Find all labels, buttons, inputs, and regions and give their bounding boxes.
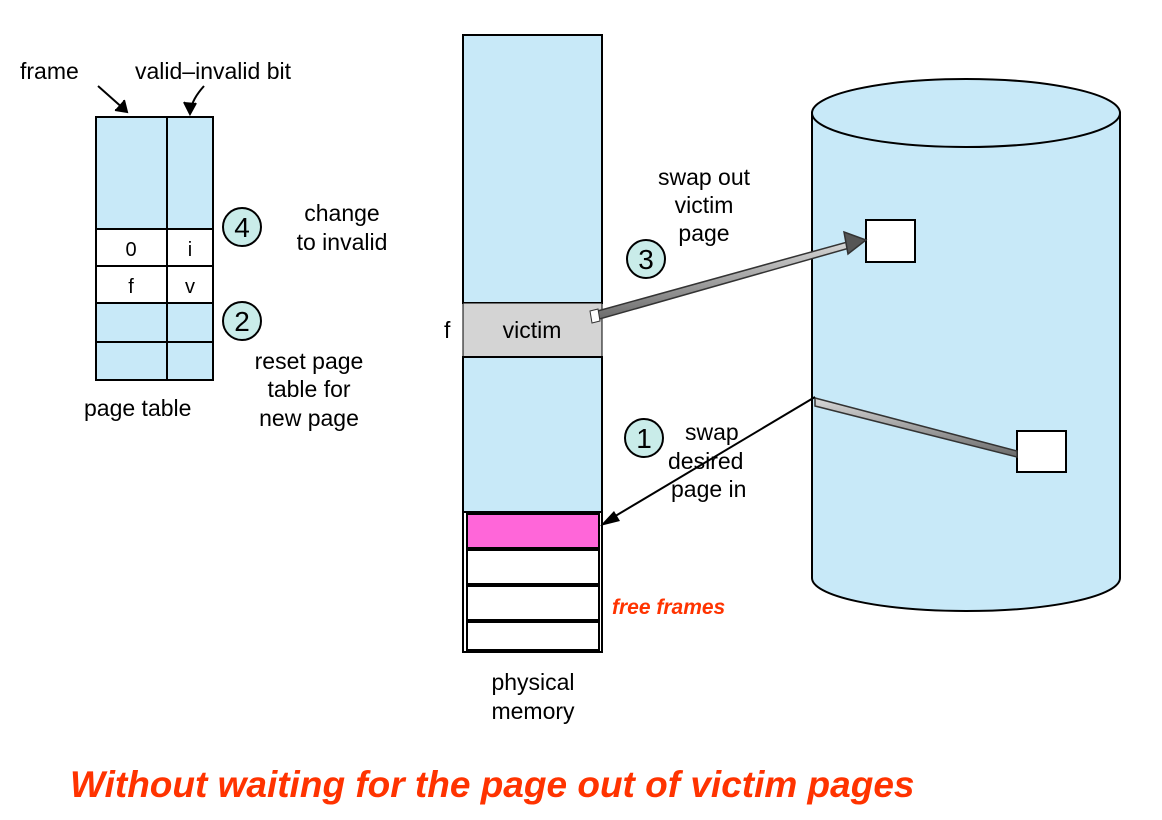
label-pointer-arrows: [97, 85, 205, 117]
physical-memory: victim f free frames physical memory: [444, 34, 725, 724]
step-3-text-line-1: swap out: [658, 164, 751, 190]
row-bit-value: v: [185, 276, 195, 298]
swap-in-arrow: [600, 396, 1018, 526]
page-table: frame valid–invalid bit 0 i f v: [20, 58, 292, 421]
slide-caption: Without waiting for the page out of vict…: [70, 764, 915, 805]
step-2-circle: [222, 301, 262, 341]
step-4: 4 change to invalid: [222, 200, 388, 255]
step-1-text-line-2: desired: [668, 448, 743, 474]
table-row-frame-f: f v: [95, 265, 214, 304]
swap-out-arrow: [589, 230, 868, 324]
step-1-text-line-3: page in: [671, 476, 746, 502]
frame-f-marker: f: [444, 317, 451, 343]
disk-top: [811, 78, 1121, 148]
table-row-frame-0: 0 i: [95, 228, 214, 267]
step-4-text-line-1: change: [304, 200, 379, 226]
row-bit-value: i: [188, 239, 192, 261]
frame-column-label: frame: [20, 58, 79, 84]
step-2-text-line-2: table for: [267, 376, 350, 402]
physical-memory-caption-line-1: physical: [491, 669, 574, 695]
free-frame: [466, 549, 600, 585]
step-3-text-line-2: victim: [675, 192, 734, 218]
step-1-circle: [624, 418, 664, 458]
step-1-number: 1: [636, 423, 652, 454]
step-2-text-line-1: reset page: [255, 348, 364, 374]
victim-frame-label: victim: [503, 317, 562, 343]
free-frames-label: free frames: [612, 596, 725, 619]
row-frame-value: f: [128, 276, 134, 298]
step-1-text-line-1: swap: [685, 419, 739, 445]
victim-page-slot: [865, 219, 916, 263]
free-frame: [466, 585, 600, 621]
step-3-circle: [626, 239, 666, 279]
valid-invalid-bit-label: valid–invalid bit: [135, 58, 292, 84]
physical-memory-caption-line-2: memory: [491, 698, 575, 724]
page-table-lower-entries: [95, 302, 214, 381]
step-4-number: 4: [234, 212, 250, 243]
new-page-frame: [466, 513, 600, 549]
step-4-text-line-2: to invalid: [297, 229, 388, 255]
disk-body: [811, 112, 1121, 612]
step-3-text-line-3: page: [678, 220, 729, 246]
page-table-caption: page table: [84, 395, 191, 421]
victim-frame: [462, 302, 603, 358]
desired-page-slot: [1016, 430, 1067, 473]
step-3-number: 3: [638, 244, 654, 275]
row-frame-value: 0: [125, 239, 136, 261]
step-2-text-line-3: new page: [259, 405, 359, 431]
step-2: 2 reset page table for new page: [222, 301, 364, 431]
free-frame: [466, 621, 600, 651]
page-table-upper-entries: [95, 116, 214, 230]
backing-store-disk: [811, 78, 1121, 612]
step-1: 1 swap desired page in: [624, 418, 746, 502]
step-4-circle: [222, 207, 262, 247]
memory-middle-region: [462, 356, 603, 513]
memory-upper-region: [462, 34, 603, 304]
step-2-number: 2: [234, 306, 250, 337]
step-3: 3 swap out victim page: [626, 164, 751, 279]
